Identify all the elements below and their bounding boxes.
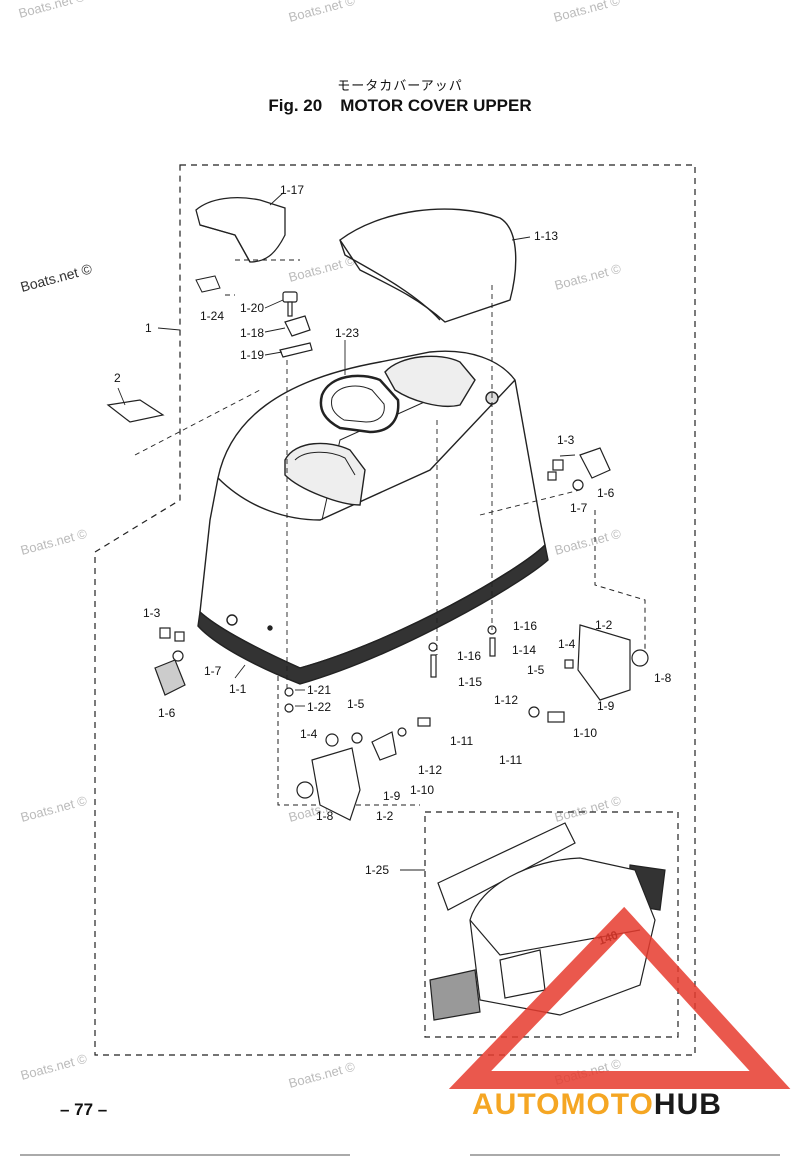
label-1-18: 1-18 <box>240 326 264 340</box>
label-1-19: 1-19 <box>240 348 264 362</box>
label-1-7: 1-7 <box>204 664 222 678</box>
left-latch-parts <box>154 627 186 696</box>
watermark: Boats.net © <box>19 1051 89 1083</box>
label-1-10: 1-10 <box>410 783 434 797</box>
brand-part2: HUB <box>653 1088 722 1121</box>
motor-cover-upper <box>197 350 549 685</box>
watermark: Boats.net © <box>287 0 357 25</box>
part-labels: 1 2 1-1 1-2 1-2 1-3 1-3 1-4 1-4 1-5 1-5 … <box>114 183 672 877</box>
watermark: Boats.net © <box>552 0 622 25</box>
watermark: Boats.net © <box>19 260 95 295</box>
label-1-16: 1-16 <box>513 619 537 633</box>
label-1: 1 <box>145 321 152 335</box>
label-1-12: 1-12 <box>494 693 518 707</box>
brand-part1: AUTOMOTO <box>472 1088 654 1121</box>
dashed-guide-lines <box>134 259 581 688</box>
watermark: Boats.net © <box>553 526 623 558</box>
label-1-15: 1-15 <box>458 675 482 689</box>
watermark: Boats.net © <box>553 793 623 825</box>
label-2: 2 <box>114 371 121 385</box>
decal-set <box>429 822 666 1021</box>
label-1-10: 1-10 <box>573 726 597 740</box>
figure-title: Fig. 20 MOTOR COVER UPPER <box>0 96 800 116</box>
figure-name: MOTOR COVER UPPER <box>340 96 532 115</box>
japanese-title: モータカバーアッパ <box>337 79 463 94</box>
label-1-7: 1-7 <box>570 501 588 515</box>
label-1-12: 1-12 <box>418 763 442 777</box>
label-1-23: 1-23 <box>335 326 359 340</box>
leader-lines <box>117 192 576 871</box>
label-1-9: 1-9 <box>597 699 615 713</box>
caution-label <box>106 399 165 423</box>
right-latch-parts <box>528 447 649 723</box>
label-1-16: 1-16 <box>457 649 481 663</box>
label-1-2: 1-2 <box>595 618 613 632</box>
front-cap <box>195 197 286 263</box>
label-1-3: 1-3 <box>557 433 575 447</box>
brand-wordmark: AUTOMOTOHUB <box>472 1088 722 1122</box>
label-1-11: 1-11 <box>450 734 473 748</box>
latch-group-boundary <box>594 510 646 650</box>
label-1-6: 1-6 <box>597 486 615 500</box>
label-1-4: 1-4 <box>300 727 318 741</box>
label-1-22: 1-22 <box>307 700 331 714</box>
watermark: Boats.net © <box>19 526 89 558</box>
label-1-20: 1-20 <box>240 301 264 315</box>
label-1-8: 1-8 <box>316 809 334 823</box>
label-1-11: 1-11 <box>499 753 522 767</box>
label-1-13: 1-13 <box>534 229 558 243</box>
label-1-6: 1-6 <box>158 706 176 720</box>
watermark: Boats.net © <box>287 253 357 285</box>
label-1-17: 1-17 <box>280 183 304 197</box>
lower-hook-parts <box>284 625 497 821</box>
watermark: Boats.net © <box>19 793 89 825</box>
decal-set-boundary <box>424 811 679 1038</box>
watermark: Boats.net © <box>553 261 623 293</box>
assembly-boundary <box>94 164 696 1056</box>
label-1-5: 1-5 <box>527 663 545 677</box>
page-number: – 77 – <box>60 1100 108 1119</box>
label-1-25: 1-25 <box>365 863 389 877</box>
label-1-1: 1-1 <box>229 682 247 696</box>
small-plate <box>195 275 221 293</box>
label-1-4: 1-4 <box>558 637 576 651</box>
label-1-3: 1-3 <box>143 606 161 620</box>
label-1-2: 1-2 <box>376 809 394 823</box>
label-1-9: 1-9 <box>383 789 401 803</box>
label-1-24: 1-24 <box>200 309 224 323</box>
hook-parts <box>279 291 313 358</box>
watermark: Boats.net © <box>17 0 87 21</box>
rear-cap <box>339 208 517 323</box>
label-1-5: 1-5 <box>347 697 365 711</box>
label-1-21: 1-21 <box>307 683 331 697</box>
automotohub-logo-icon <box>448 906 791 1089</box>
lower-latch-boundary <box>277 595 420 806</box>
label-1-8: 1-8 <box>654 671 672 685</box>
figure-number: Fig. 20 <box>268 96 323 115</box>
watermark: Boats.net © <box>287 1059 357 1091</box>
label-1-14: 1-14 <box>512 643 536 657</box>
